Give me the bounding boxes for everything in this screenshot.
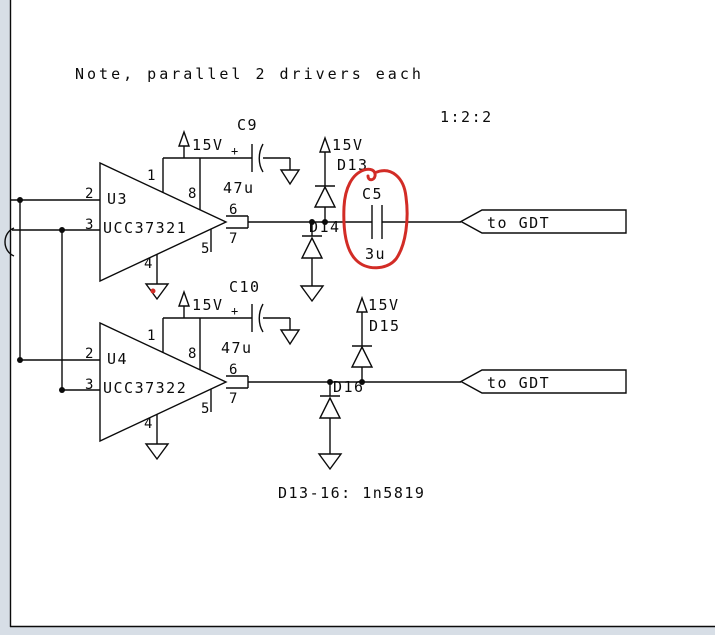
ground-icon [299,285,325,303]
power-arrow-icon [178,129,190,147]
ground-icon [144,283,170,301]
diode-d16: D16 [317,378,365,471]
ground-icon [279,169,301,186]
u4-part-number: UCC37322 [103,379,187,397]
c9-plate-negative [258,143,264,173]
ground-icon [317,453,343,471]
power-arrow-icon [319,135,331,153]
input-wiring [4,197,100,393]
d13-refdes: D13 [337,156,369,174]
u3-pin6-number: 6 [229,202,238,218]
diode-d13: 15V D13 [313,135,369,222]
output-port-gdt-2: to GDT [459,369,627,394]
d14-refdes: D14 [309,218,341,236]
diode-icon [313,185,337,208]
c9-polarity-mark: + [231,144,238,158]
d15-refdes: D15 [369,317,401,335]
bottom-margin [0,627,715,635]
d13-supply-label: 15V [332,136,364,154]
u4-pin1-number: 1 [147,328,156,344]
diode-type-note: D13-16: 1n5819 [278,484,425,502]
u3-supply-label: 15V [192,136,224,154]
u3-output-net [248,219,461,225]
gdt1-label: to GDT [487,214,550,232]
c5-refdes: C5 [362,185,383,203]
gdt2-label: to GDT [487,374,550,392]
power-arrow-icon [178,289,190,307]
u4-supply-label: 15V [192,296,224,314]
c10-polarity-mark: + [231,304,238,318]
driver-u4: 1 2 8 3 6 7 5 4 U4 UCC37322 15V [85,289,252,461]
u4-pin2-number: 2 [85,346,94,362]
u4-pin8-number: 8 [188,346,197,362]
c10-plate-negative [258,303,264,333]
c9-refdes: C9 [237,116,258,134]
red-stray-dot [150,288,156,294]
u3-pin2-number: 2 [85,186,94,202]
bypass-cap-c10: C10 + 47u [221,278,301,357]
c5-value: 3u [365,245,386,263]
u3-pin5-number: 5 [201,241,210,257]
diode-d14: D14 [299,218,341,303]
c10-value: 47u [221,339,253,357]
u3-pin4-number: 4 [144,256,153,272]
u4-refdes: U4 [107,350,128,368]
u4-pin3-number: 3 [85,377,94,393]
offpage-tag-icon [459,369,627,394]
c9-value: 47u [223,179,255,197]
bypass-cap-c9: C9 + 47u [223,116,301,197]
u4-pin4-number: 4 [144,416,153,432]
diode-icon [350,345,374,368]
output-port-gdt-1: to GDT [459,209,627,234]
junction-dot [17,357,23,363]
c10-refdes: C10 [229,278,261,296]
u3-refdes: U3 [107,190,128,208]
d16-refdes: D16 [333,378,365,396]
u4-pin5-number: 5 [201,401,210,417]
red-circle-around-c5 [342,167,409,270]
ground-icon [279,329,301,346]
u3-pin3-number: 3 [85,217,94,233]
junction-dot [17,197,23,203]
u3-pin8-number: 8 [188,186,197,202]
diode-icon [318,396,342,419]
parallel-drivers-note: Note, parallel 2 drivers each [75,65,424,83]
sheet-border [9,0,715,628]
red-annotation [150,167,409,294]
u3-pin1-number: 1 [147,168,156,184]
d15-supply-label: 15V [368,296,400,314]
diode-icon [300,236,324,259]
u4-pin7-number: 7 [229,391,238,407]
offpage-tag-icon [459,209,627,234]
u3-part-number: UCC37321 [103,219,187,237]
coupling-cap-c5: C5 3u [362,185,386,263]
edge-connector-arc [4,227,15,257]
diode-d15: 15V D15 [350,295,401,382]
text-annotations: Note, parallel 2 drivers each 1:2:2 D13-… [75,65,493,502]
driver-u3: 1 2 8 3 6 7 5 4 U3 UCC37321 15V [85,129,252,301]
junction-dot [59,227,65,233]
power-arrow-icon [356,295,368,313]
junction-dot [59,387,65,393]
left-margin [0,0,10,635]
ground-icon [144,443,170,461]
turns-ratio-label: 1:2:2 [440,108,493,126]
u3-pin7-number: 7 [229,231,238,247]
u4-pin6-number: 6 [229,362,238,378]
